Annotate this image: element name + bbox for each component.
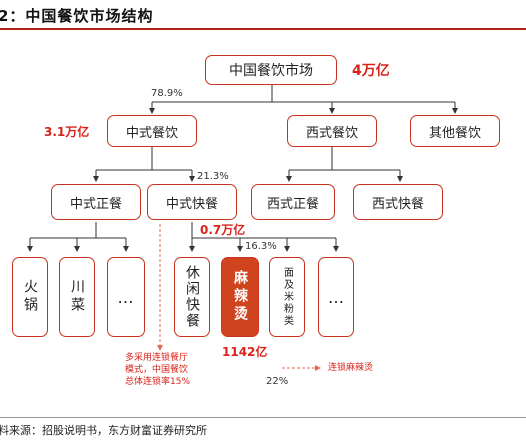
node-western-fast: 西式快餐 [353,184,443,220]
node-other-catering: 其他餐饮 [410,115,500,147]
figure-title: 2：中国餐饮市场结构 [0,7,154,25]
chain-note-line-1: 多采用连锁餐厅 [125,353,189,363]
footer-rule [0,417,526,418]
node-chinese-fast: 中式快餐 [147,184,237,220]
node-western-catering: 西式餐饮 [287,115,377,147]
node-noodles-rice: 面及米粉类 [269,257,305,337]
node-malatang: 麻辣烫 [221,257,259,337]
node-chinese-catering: 中式餐饮 [107,115,197,147]
fast-share-label: 21.3% [197,171,229,182]
chain-note-line-3: 总体连锁率15% [125,377,191,387]
chinese-share-label: 78.9% [151,88,183,99]
header: 2：中国餐饮市场结构 [0,0,526,30]
chinese-size-label: 3.1万亿 [44,125,90,139]
malatang-share-label: 16.3% [245,241,277,252]
chain-rate-value: 22% [266,376,289,387]
chain-note-line-2: 模式，中国餐饮 [125,365,189,375]
node-hotpot: 火锅 [12,257,48,337]
node-formal-more: … [107,257,145,337]
fast-size-label: 0.7万亿 [200,223,246,237]
node-china-restaurant-market: 中国餐饮市场 [205,55,337,85]
title-rule [0,28,526,30]
market-size-label: 4万亿 [352,63,390,79]
node-leisure-fast: 休闲快餐 [174,257,210,337]
node-chinese-formal: 中式正餐 [51,184,141,220]
node-sichuan-cuisine: 川菜 [59,257,95,337]
chain-malatang-note: 连锁麻辣烫 [328,363,374,373]
node-fast-more: … [318,257,354,337]
node-western-formal: 西式正餐 [251,184,335,220]
chain-rate-note: 多采用连锁餐厅 模式，中国餐饮 总体连锁率15% [125,352,190,388]
malatang-size-label: 1142亿 [222,345,268,359]
source-note: 料来源：招股说明书，东方财富证券研究所 [0,424,207,437]
